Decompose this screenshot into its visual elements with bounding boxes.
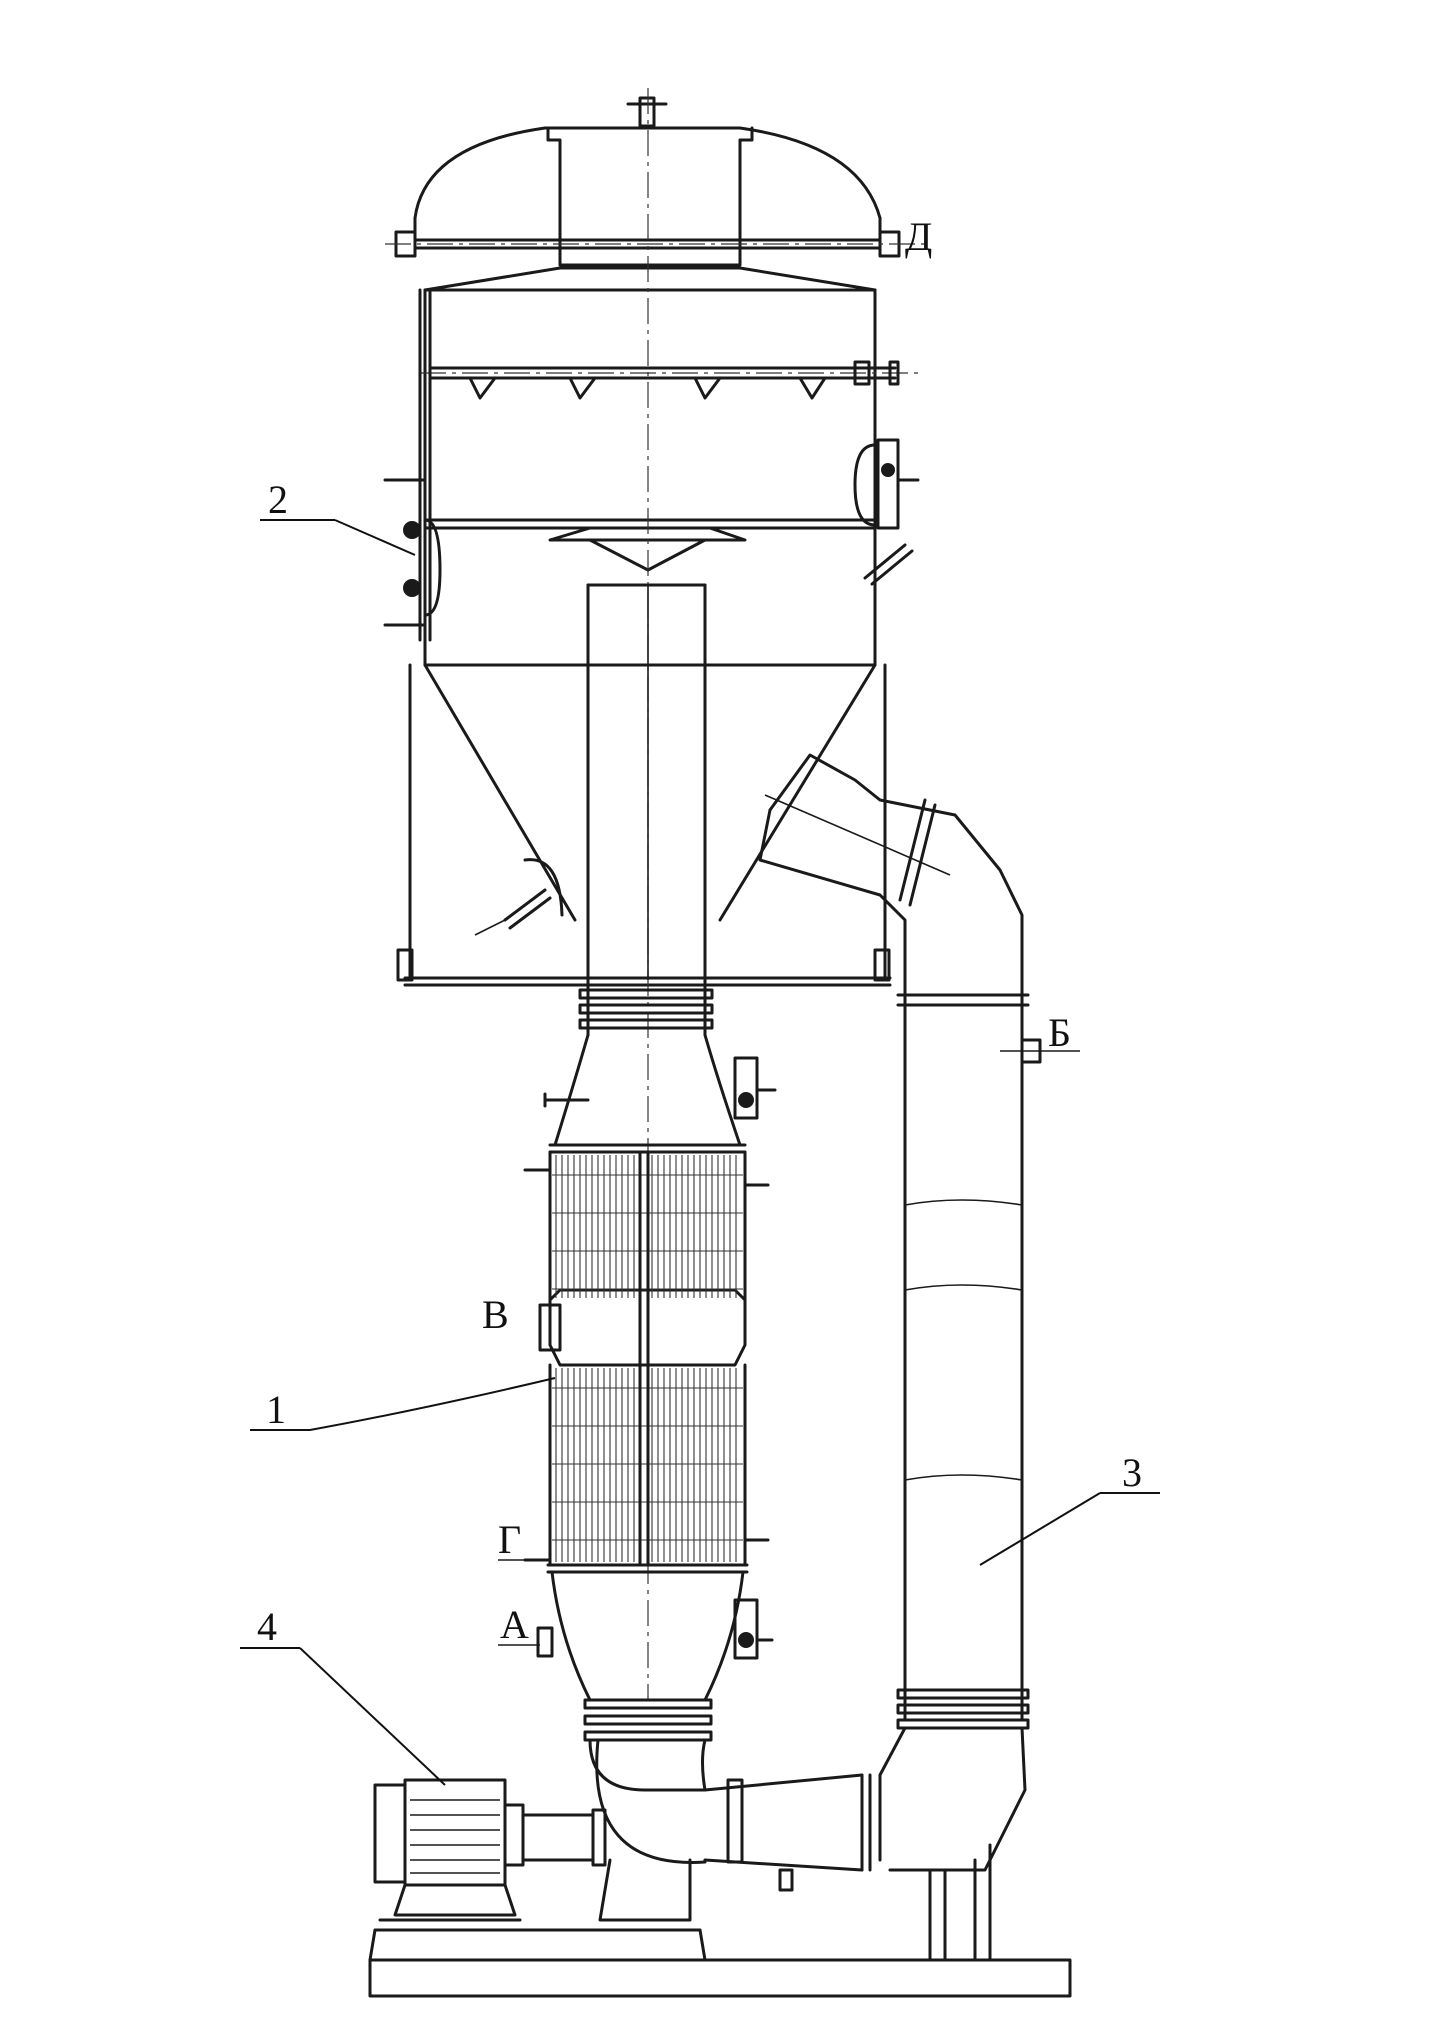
part-labels: 2 1 3 4 Д Б В Г А	[240, 214, 1160, 1786]
label-nozzle-d: Д	[905, 214, 932, 259]
motor-fins	[410, 1799, 500, 1874]
label-part-2: 2	[268, 477, 288, 522]
pump-motor	[368, 1778, 1072, 1998]
label-nozzle-g: Г	[498, 1517, 521, 1562]
label-nozzle-a: А	[500, 1602, 529, 1647]
label-part-3: 3	[1122, 1450, 1142, 1495]
label-part-4: 4	[257, 1604, 277, 1649]
circulation-pipe	[588, 753, 1080, 1962]
label-nozzle-v: В	[482, 1292, 509, 1337]
label-nozzle-b: Б	[1048, 1010, 1071, 1055]
heat-exchanger	[523, 1033, 777, 1742]
separator-vessel	[383, 88, 930, 1700]
label-part-1: 1	[266, 1387, 286, 1432]
central-riser-pipe	[578, 583, 714, 1037]
tube-bundle	[552, 1155, 743, 1562]
